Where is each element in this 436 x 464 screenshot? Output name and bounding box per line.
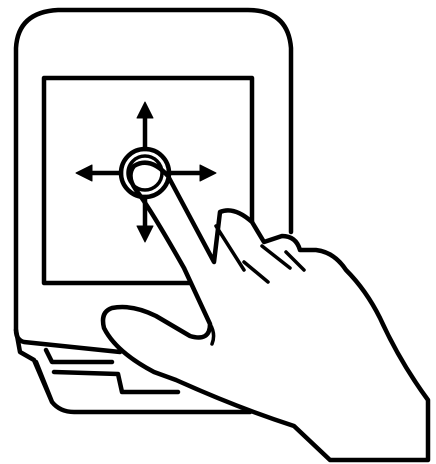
arrow-down-head-icon [137,226,153,242]
arrow-right-head-icon [200,165,216,181]
hand [103,163,428,460]
arrow-up-head-icon [137,102,153,118]
arrow-left-head-icon [76,165,92,181]
